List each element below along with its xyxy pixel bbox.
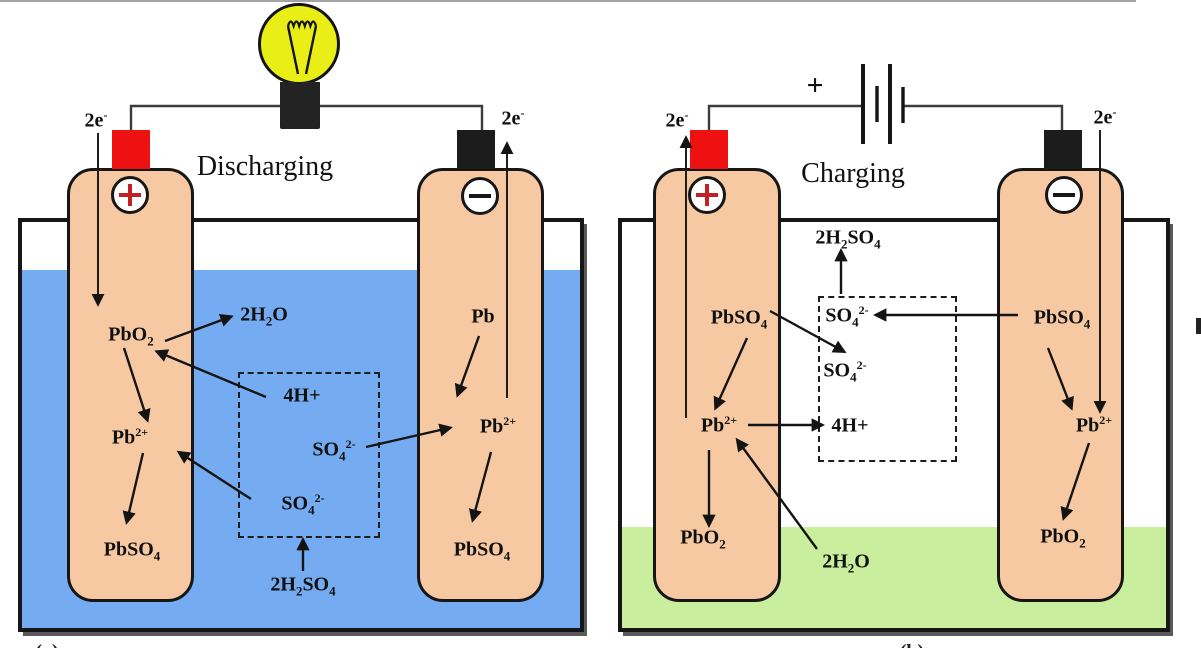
positive-terminal-discharging — [112, 130, 150, 169]
electrolyte-reaction-box-charging — [818, 296, 957, 462]
negative-electrode-charging — [997, 168, 1124, 602]
positive-electrode-discharging — [67, 168, 194, 602]
positive-terminal-charging — [690, 130, 728, 169]
label-electron-label-negative: 2e- — [501, 105, 525, 130]
light-bulb-icon — [258, 3, 340, 85]
discharging-title: Discharging — [196, 151, 334, 182]
cropped-edge-artifact — [1196, 318, 1201, 334]
plus-glyph — [705, 184, 709, 206]
minus-glyph — [469, 194, 491, 198]
bulb-filament-icon — [286, 20, 318, 75]
label-electron-label-positive: 2e- — [665, 107, 689, 132]
battery-positive-sign: + — [806, 69, 824, 102]
electrolyte-reaction-box-discharging — [238, 372, 380, 538]
minus-glyph — [1053, 193, 1075, 197]
charging-wire-left — [707, 104, 862, 131]
positive-electrode-charging — [653, 168, 781, 602]
minus-symbol-icon — [1045, 176, 1083, 214]
caption-a: (a) — [35, 641, 58, 648]
bulb-base — [280, 82, 320, 129]
charging-title: Charging — [801, 158, 905, 189]
caption-b: (b) — [900, 641, 924, 648]
negative-terminal-discharging — [457, 130, 495, 169]
negative-terminal-charging — [1044, 130, 1082, 169]
label-electron-label-negative: 2e- — [1093, 104, 1117, 129]
label-electron-label-positive: 2e- — [84, 107, 108, 132]
top-edge-line — [0, 0, 1136, 2]
plus-glyph — [128, 184, 132, 206]
negative-electrode-discharging — [417, 168, 544, 602]
plus-symbol-icon — [688, 176, 726, 214]
minus-symbol-icon — [461, 177, 499, 215]
charging-wire-right — [904, 104, 1064, 130]
plus-symbol-icon — [111, 176, 149, 214]
